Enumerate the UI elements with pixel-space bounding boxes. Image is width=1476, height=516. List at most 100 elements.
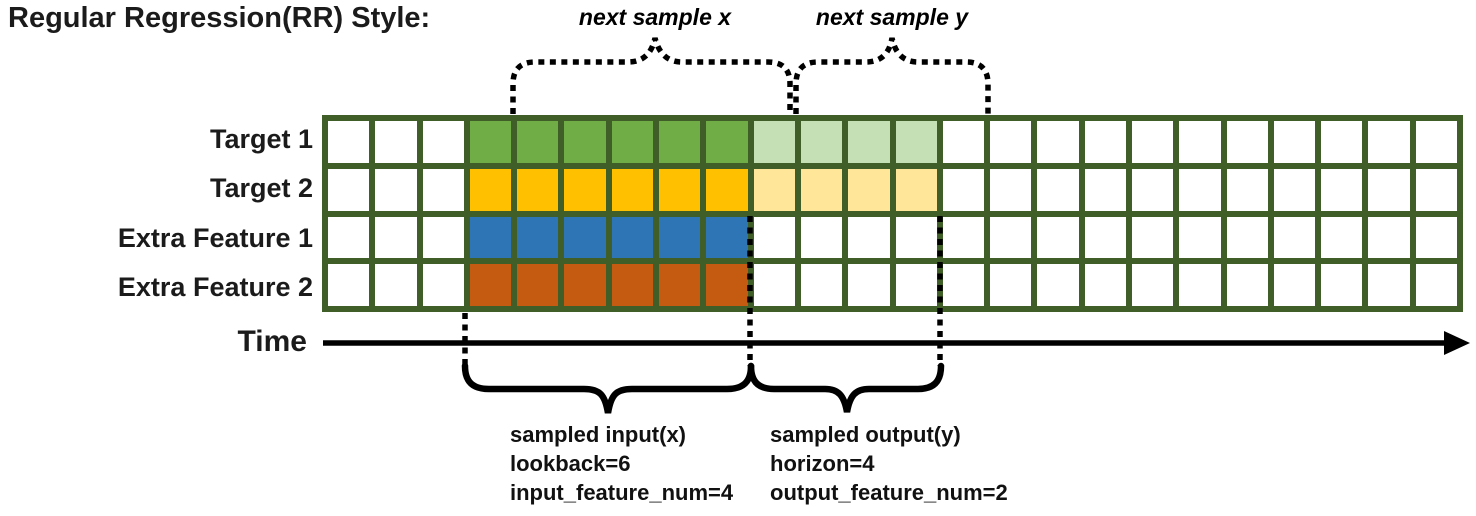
grid-cell (659, 264, 701, 306)
grid-cell (895, 121, 937, 163)
grid-cell (328, 264, 370, 306)
grid-cell (1321, 121, 1363, 163)
grid-cell (1131, 168, 1174, 211)
grid-cell (1131, 121, 1174, 163)
grid-cell (611, 168, 654, 211)
grid-cell (990, 121, 1032, 163)
grid-cell (1273, 168, 1316, 211)
diagram-title: Regular Regression(RR) Style: (8, 2, 431, 34)
output-feature-num: output_feature_num=2 (770, 480, 1008, 505)
grid-cell (895, 216, 937, 259)
grid-cell (469, 264, 512, 306)
grid-cell (753, 216, 795, 259)
grid-cell (942, 121, 985, 163)
grid-cell (753, 168, 795, 211)
grid-cell (942, 168, 985, 211)
grid-cell (328, 121, 370, 163)
grid-cell (469, 216, 512, 259)
row-label-extra-feature-1: Extra Feature 1 (117, 222, 313, 253)
next-sample-y-brace (793, 37, 991, 114)
grid-cell (1084, 168, 1126, 211)
grid-cell (564, 121, 606, 163)
grid-cell (1321, 264, 1363, 306)
grid-cell (895, 264, 937, 306)
grid-cell (517, 216, 559, 259)
grid-cell (1368, 121, 1410, 163)
sampled-output-note: sampled output(y) horizon=4 output_featu… (770, 420, 1008, 507)
grid-cell (564, 216, 606, 259)
grid-cell (422, 264, 464, 306)
time-axis-label: Time (237, 325, 307, 358)
grid-cell (990, 216, 1032, 259)
grid-cell (611, 264, 654, 306)
grid-cell (1321, 168, 1363, 211)
grid-cell (848, 216, 890, 259)
grid-cell (1037, 168, 1079, 211)
grid-cell (1084, 216, 1126, 259)
row-label-extra-feature-2: Extra Feature 2 (117, 271, 313, 302)
grid-cell (1368, 264, 1410, 306)
grid-cell (800, 168, 843, 211)
grid-cell (1179, 168, 1221, 211)
grid-cell (1273, 264, 1316, 306)
grid-cell (895, 168, 937, 211)
grid-cell (800, 264, 843, 306)
grid-cell (375, 264, 417, 306)
grid-cell (1415, 264, 1457, 306)
row-label-target-1: Target 1 (209, 124, 313, 155)
grid-cell (1037, 121, 1079, 163)
grid-cell (1131, 264, 1174, 306)
grid-cell (328, 168, 370, 211)
grid-cell (1084, 121, 1126, 163)
next-sample-y-label: next sample y (815, 4, 969, 30)
sampled-input-title: sampled input(x) (510, 422, 687, 447)
grid-cell (1084, 264, 1126, 306)
grid-cell (1368, 168, 1410, 211)
grid-cell (659, 121, 701, 163)
grid-cell (517, 264, 559, 306)
grid-cell (753, 121, 795, 163)
grid-cell (422, 121, 464, 163)
grid-cell (990, 264, 1032, 306)
grid-cell (1179, 121, 1221, 163)
sampled-output-title: sampled output(y) (770, 422, 961, 447)
grid-cell (328, 216, 370, 259)
grid-cell (1415, 121, 1457, 163)
grid-cell (706, 264, 748, 306)
grid-cell (517, 168, 559, 211)
sampled-input-note: sampled input(x) lookback=6 input_featur… (510, 420, 733, 507)
input-feature-num: input_feature_num=4 (510, 480, 734, 505)
grid-cell (942, 216, 985, 259)
row-label-target-2: Target 2 (209, 173, 313, 204)
time-series-grid (322, 115, 1463, 312)
lookback-value: lookback=6 (510, 451, 631, 476)
sampled-input-brace (461, 362, 755, 414)
grid-cell (1415, 216, 1457, 259)
grid-cell (706, 216, 748, 259)
grid-cell (800, 121, 843, 163)
grid-cell (706, 121, 748, 163)
grid-cell (1037, 264, 1079, 306)
grid-cell (1226, 264, 1268, 306)
grid-cell (1226, 121, 1268, 163)
grid-cell (1226, 168, 1268, 211)
next-sample-x-brace (510, 37, 793, 114)
grid-cell (848, 121, 890, 163)
grid-cell (753, 264, 795, 306)
grid-cell (564, 168, 606, 211)
grid-cell (517, 121, 559, 163)
grid-cell (1368, 216, 1410, 259)
grid-cell (848, 264, 890, 306)
grid-cell (1273, 121, 1316, 163)
grid-cell (375, 121, 417, 163)
grid-cell (1273, 216, 1316, 259)
grid-cell (1179, 216, 1221, 259)
grid-cell (942, 264, 985, 306)
grid-cell (469, 168, 512, 211)
grid-cell (1037, 216, 1079, 259)
time-axis-arrowhead (1444, 331, 1470, 355)
grid-cell (800, 216, 843, 259)
grid-cell (564, 264, 606, 306)
row-labels: Target 1 Target 2 Extra Feature 1 Extra … (0, 115, 313, 312)
